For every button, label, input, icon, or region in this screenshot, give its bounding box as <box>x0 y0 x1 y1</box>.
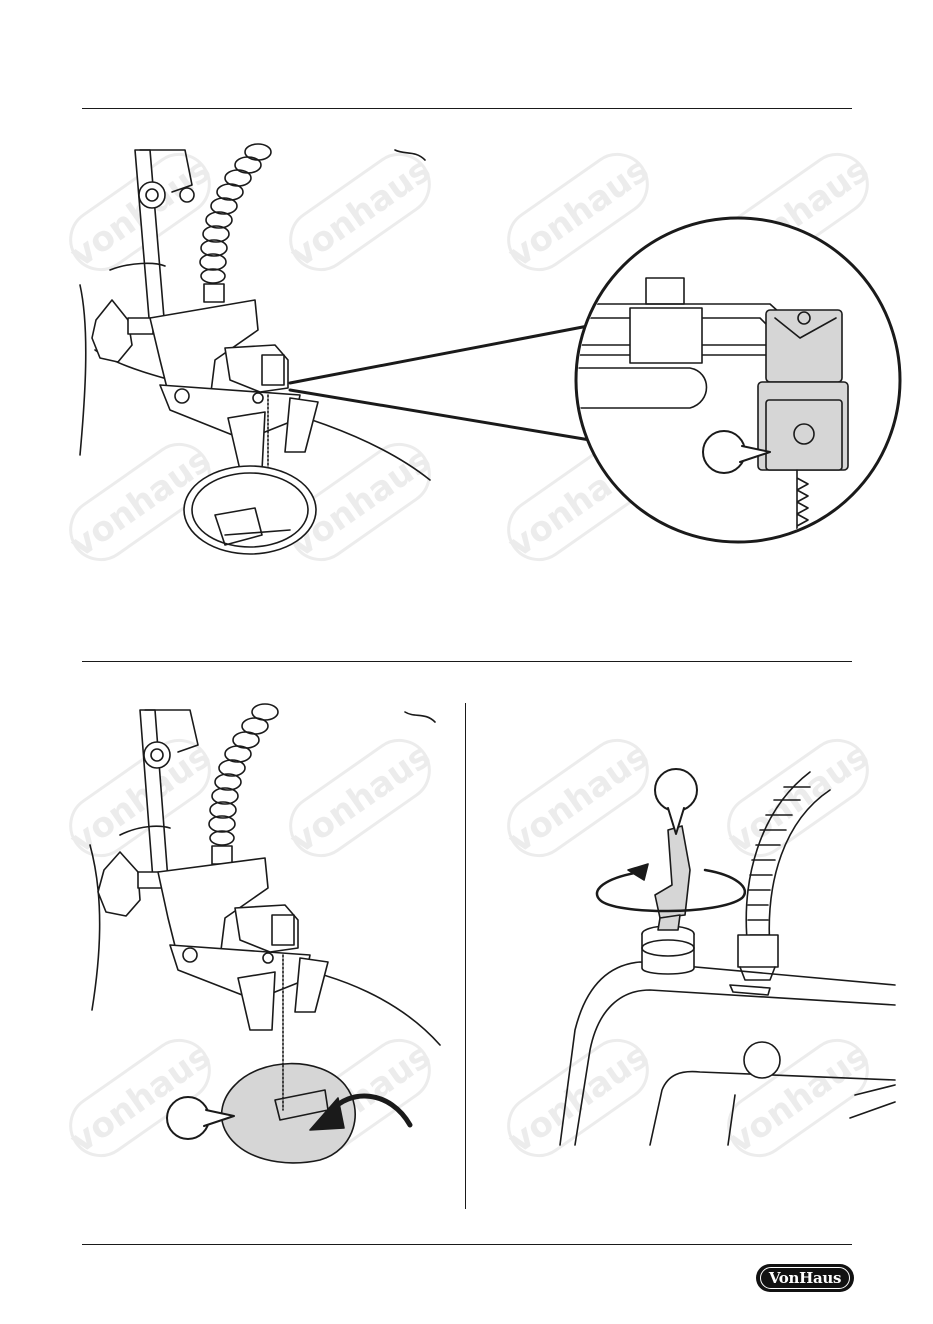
blower-hose <box>738 772 830 980</box>
nozzle-highlight <box>655 826 690 918</box>
logo-text: VonHaus <box>760 1267 850 1289</box>
vonhaus-logo: VonHaus <box>756 1264 854 1292</box>
callout-speech-bubble-icon <box>655 769 697 834</box>
